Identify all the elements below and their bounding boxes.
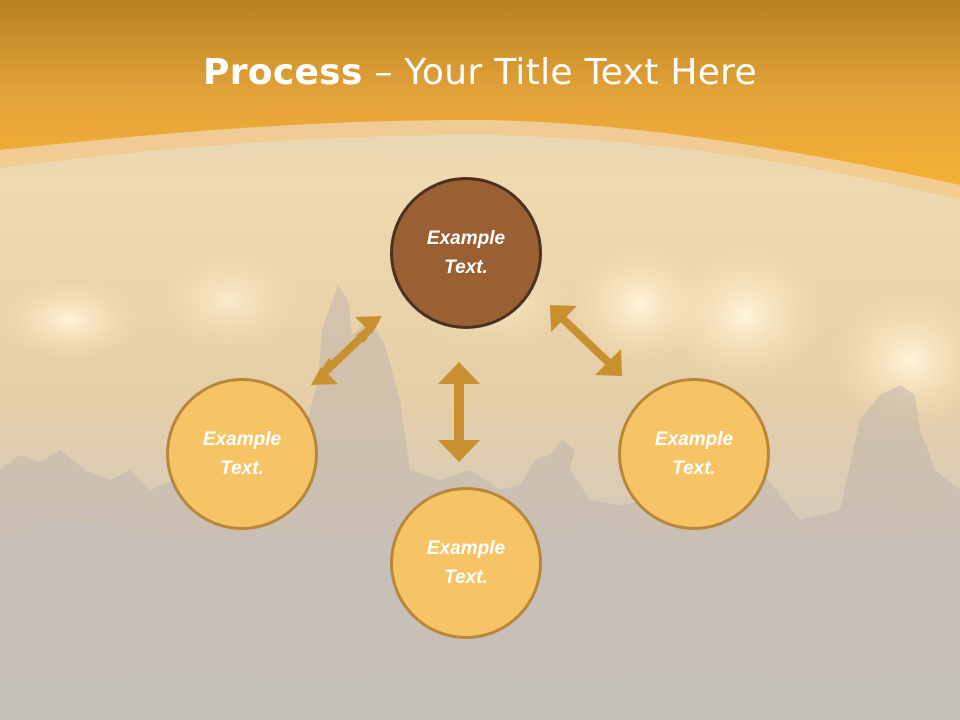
node-bottom[interactable]: Example Text. (390, 487, 542, 639)
node-right-label: Example Text. (654, 429, 734, 479)
node-left[interactable]: Example Text. (166, 378, 318, 530)
node-bottom-label: Example Text. (426, 538, 506, 588)
node-center-label: Example Text. (426, 228, 506, 278)
double-arrow-right (550, 305, 622, 376)
page-title: Process – Your Title Text Here (0, 52, 960, 93)
double-arrow-left (311, 316, 382, 385)
double-arrow-vertical (438, 362, 480, 462)
node-left-label: Example Text. (202, 429, 282, 479)
title-bold: Process (203, 52, 363, 93)
node-center[interactable]: Example Text. (390, 177, 542, 329)
node-right[interactable]: Example Text. (618, 378, 770, 530)
title-rest: – Your Title Text Here (362, 52, 757, 93)
